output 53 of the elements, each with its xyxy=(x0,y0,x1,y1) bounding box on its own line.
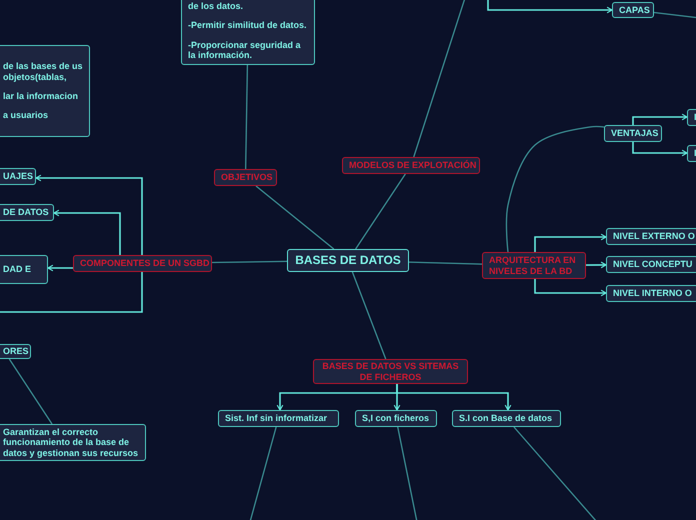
topic-box: COMPONENTES DE UN SGBD xyxy=(73,255,212,272)
connector-line xyxy=(506,126,604,252)
connector-line xyxy=(397,426,418,520)
subtopic-box: CAPAS xyxy=(612,2,654,18)
subtopic-box: ORES xyxy=(0,344,31,359)
text-paragraph: -Proporcionar seguridad a la información. xyxy=(188,40,302,60)
central-topic-box: BASES DE DATOS xyxy=(287,249,409,272)
topic-box: BASES DE DATOS VS SITEMAS DE FICHEROS xyxy=(313,359,468,384)
topic-box: ARQUITECTURA EN NIVELES DE LA BD xyxy=(482,252,586,279)
topic-box: MODELOS DE EXPLOTACIÓN xyxy=(342,157,480,174)
subtopic-box: DAD E xyxy=(0,255,48,284)
connector-line xyxy=(8,358,53,424)
subtopic-box xyxy=(181,0,315,65)
text-paragraph: -Permitir similitud de datos. xyxy=(188,20,308,30)
subtopic-box: I xyxy=(687,109,696,126)
topic-box: OBJETIVOS xyxy=(214,169,277,186)
connector-line xyxy=(249,426,277,520)
connector-line xyxy=(245,64,248,170)
arrow xyxy=(534,279,607,296)
arrow xyxy=(47,264,73,272)
subtopic-box: NIVEL EXTERNO O xyxy=(606,228,696,245)
connector-line xyxy=(0,272,143,313)
connector-line xyxy=(408,262,482,265)
connector-line xyxy=(513,426,598,520)
connector-line xyxy=(212,260,287,264)
connector-line xyxy=(352,272,386,360)
subtopic-box: Sist. Inf sin informatizar xyxy=(218,410,339,427)
arrow xyxy=(586,262,607,268)
subtopic-box: UAJES xyxy=(0,168,36,185)
text-paragraph: de las bases de us objetos(tablas, xyxy=(3,61,83,82)
subtopic-box: Garantizan el correcto funcionamiento de la base de datos y gestionan sus recursos xyxy=(0,424,146,461)
subtopic-box: NIVEL CONCEPTU xyxy=(606,256,696,273)
text-paragraph: de los datos. xyxy=(188,0,244,12)
subtopic-box: DE DATOS xyxy=(0,204,54,221)
connector-line xyxy=(413,0,466,158)
arrow xyxy=(534,234,607,252)
text-paragraph: lar la informacion xyxy=(3,91,80,102)
arrow xyxy=(487,0,613,14)
arrow xyxy=(632,142,688,156)
connector-line xyxy=(355,174,406,250)
connector-line xyxy=(256,186,334,250)
arrow xyxy=(632,114,688,125)
subtopic-box: I xyxy=(687,145,696,162)
connector-line xyxy=(654,12,696,19)
text-paragraph: a usuarios xyxy=(3,110,50,121)
subtopic-box: NIVEL INTERNO O xyxy=(606,285,696,302)
arrow xyxy=(396,384,512,411)
subtopic-box: VENTAJAS xyxy=(604,125,662,142)
subtopic-box: S,I con ficheros xyxy=(355,410,437,427)
subtopic-box xyxy=(0,45,90,137)
arrow xyxy=(53,210,121,255)
subtopic-box: S.I con Base de datos xyxy=(452,410,561,427)
arrow xyxy=(35,174,143,255)
